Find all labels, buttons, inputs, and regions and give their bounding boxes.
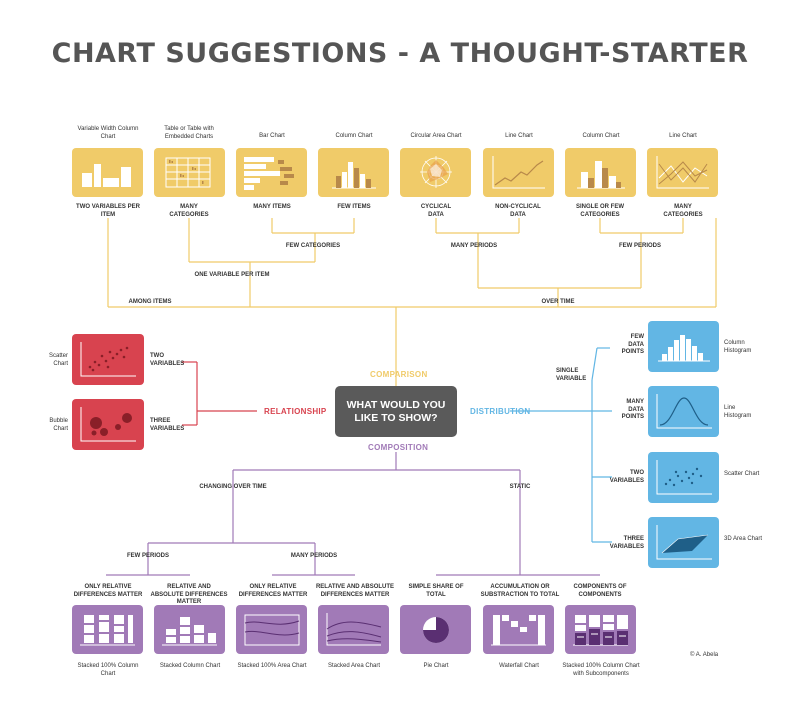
chart-name-3d-area: 3D Area Chart xyxy=(724,536,763,542)
chart-name-waterfall: Waterfall Chart xyxy=(499,663,539,669)
caption-only-relative-2: ONLY RELATIVE DIFFERENCES MATTER xyxy=(238,584,308,598)
stacked-100-area-icon xyxy=(236,605,307,654)
chart-name-line-histogram: Line Histogram xyxy=(724,405,752,419)
credit: © A. Abela xyxy=(690,652,719,658)
variable-width-column-icon xyxy=(72,148,143,197)
chart-name-stacked-area: Stacked Area Chart xyxy=(327,663,381,669)
caption-relative-absolute-1: RELATIVE AND ABSOLUTE DIFFERENCES MATTER xyxy=(150,584,228,605)
chart-name-bubble: Bubble Chart xyxy=(49,418,68,432)
label-one-variable-per-item: ONE VARIABLE PER ITEM xyxy=(194,272,270,278)
caption-few-items: FEW ITEMS xyxy=(337,204,371,210)
bubble-icon xyxy=(72,399,144,450)
caption-accumulation: ACCUMULATION OR SUBSTRACTION TO TOTAL xyxy=(480,584,560,598)
chart-name-scatter-2: Scatter Chart xyxy=(724,471,760,477)
caption-two-variables-dist: TWO VARIABLES xyxy=(609,470,644,484)
caption-many-data-points: MANY DATA POINTS xyxy=(621,399,644,420)
caption-three-variables-rel: THREE VARIABLES xyxy=(150,418,185,432)
stacked-100-column-icon xyxy=(72,605,143,654)
caption-three-variables-dist: THREE VARIABLES xyxy=(609,536,644,550)
center-question: WHAT WOULD YOU LIKE TO SHOW? xyxy=(335,386,457,437)
label-many-periods: MANY PERIODS xyxy=(450,243,498,249)
scatter-icon-2 xyxy=(648,452,719,503)
caption-two-variables-rel: TWO VARIABLES xyxy=(150,353,185,367)
waterfall-icon xyxy=(483,605,554,654)
chart-name-line-2: Line Chart xyxy=(669,133,697,139)
chart-name-stacked-subcomponents: Stacked 100% Column Chart with Subcompon… xyxy=(562,663,640,677)
page-title: CHART SUGGESTIONS - A THOUGHT-STARTER xyxy=(51,38,749,69)
chart-name-stacked-column: Stacked Column Chart xyxy=(159,663,221,669)
line-histogram-icon xyxy=(648,386,719,437)
label-few-categories: FEW CATEGORIES xyxy=(285,243,341,249)
category-composition: COMPOSITION xyxy=(368,443,429,452)
caption-relative-absolute-2: RELATIVE AND ABSOLUTE DIFFERENCES MATTER xyxy=(315,584,395,598)
caption-many-categories: MANY CATEGORIES xyxy=(169,204,209,218)
column-histogram-icon xyxy=(648,321,719,372)
caption-cyclical-data: CYCLICAL DATA xyxy=(420,204,452,218)
label-among-items: AMONG ITEMS xyxy=(128,299,172,305)
scatter-icon xyxy=(72,334,144,385)
table-icon xyxy=(154,148,225,197)
caption-many-items: MANY ITEMS xyxy=(253,204,291,210)
chart-name-scatter: Scatter Chart xyxy=(48,353,68,367)
caption-components: COMPONENTS OF COMPONENTS xyxy=(573,584,627,598)
column-chart-icon xyxy=(318,148,389,197)
caption-few-data-points: FEW DATA POINTS xyxy=(621,334,644,355)
label-few-periods-comp: FEW PERIODS xyxy=(126,553,169,559)
chart-name-pie: Pie Chart xyxy=(423,663,449,669)
category-distribution: DISTRIBUTION xyxy=(470,407,531,416)
3d-area-icon xyxy=(648,517,719,568)
chart-name-line: Line Chart xyxy=(505,133,533,139)
chart-name-column-2: Column Chart xyxy=(582,133,620,139)
label-over-time: OVER TIME xyxy=(541,299,575,305)
category-comparison: COMPARISON xyxy=(370,370,428,379)
pie-chart-icon xyxy=(400,605,471,654)
label-few-periods: FEW PERIODS xyxy=(618,243,661,249)
label-changing-over-time: CHANGING OVER TIME xyxy=(199,484,267,490)
chart-name-variable-width-column: Variable Width Column Chart xyxy=(77,126,139,140)
caption-non-cyclical-data: NON-CYCLICAL DATA xyxy=(495,204,541,218)
line-chart-icon-2 xyxy=(647,148,718,197)
caption-many-categories-2: MANY CATEGORIES xyxy=(663,204,703,218)
column-chart-icon-2 xyxy=(565,148,636,197)
chart-name-column-histogram: Column Histogram xyxy=(724,340,752,354)
stacked-column-icon xyxy=(154,605,225,654)
chart-name-circular-area: Circular Area Chart xyxy=(410,133,462,139)
label-static: STATIC xyxy=(509,484,531,490)
caption-single-or-few-categories: SINGLE OR FEW CATEGORIES xyxy=(576,204,624,218)
stacked-subcomponents-icon xyxy=(565,605,636,654)
circular-area-icon xyxy=(400,148,471,197)
chart-name-column: Column Chart xyxy=(335,133,373,139)
label-single-variable: SINGLE VARIABLE xyxy=(556,368,587,382)
caption-simple-share: SIMPLE SHARE OF TOTAL xyxy=(408,584,464,598)
caption-two-variables-per-item: TWO VARIABLES PER ITEM xyxy=(76,204,140,218)
chart-name-stacked-100-area: Stacked 100% Area Chart xyxy=(237,663,307,669)
stacked-area-icon xyxy=(318,605,389,654)
chart-name-stacked-100-column: Stacked 100% Column Chart xyxy=(77,663,139,677)
bar-chart-icon xyxy=(236,148,307,197)
line-chart-icon xyxy=(483,148,554,197)
label-many-periods-comp: MANY PERIODS xyxy=(290,553,338,559)
chart-name-table: Table or Table with Embedded Charts xyxy=(164,126,214,140)
category-relationship: RELATIONSHIP xyxy=(264,407,327,416)
chart-name-bar: Bar Chart xyxy=(259,133,285,139)
caption-only-relative-1: ONLY RELATIVE DIFFERENCES MATTER xyxy=(73,584,143,598)
